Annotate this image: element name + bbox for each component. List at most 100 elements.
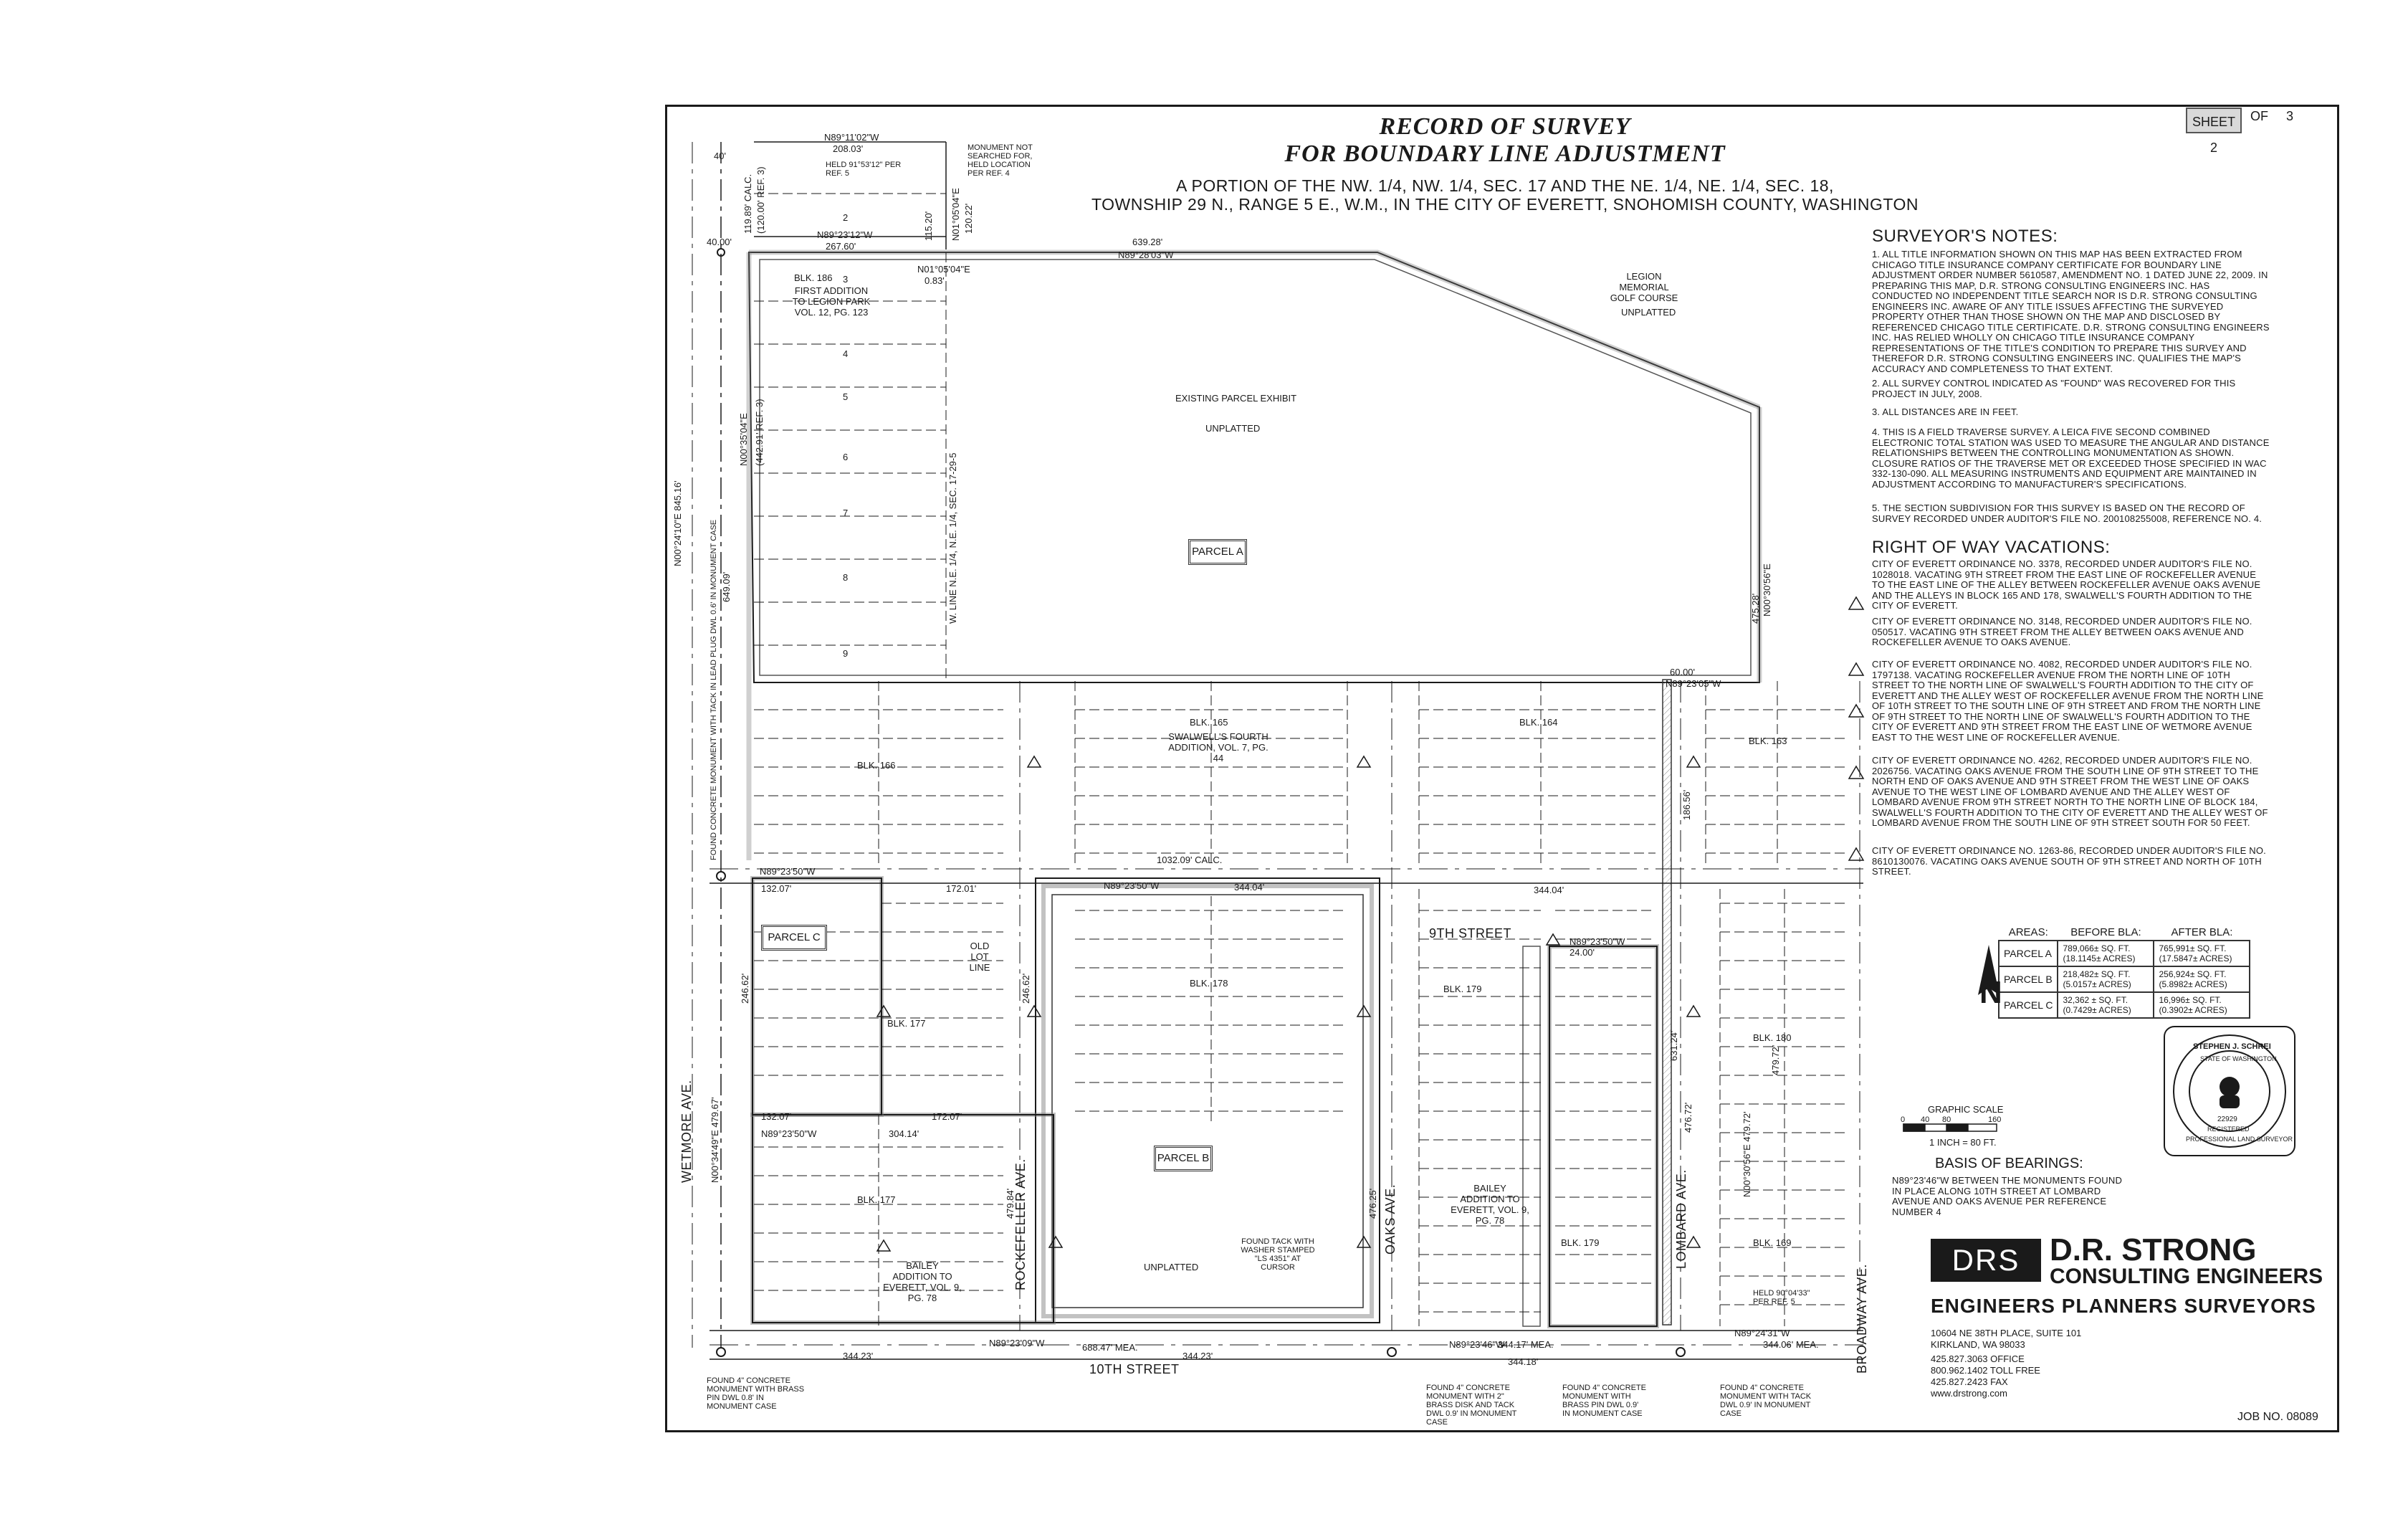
parcel-c-label: PARCEL C <box>761 925 827 951</box>
area-cell: 218,482± SQ. FT. (5.0157± ACRES) <box>2057 966 2155 993</box>
lot-number: 8 <box>843 572 849 583</box>
dim-dist-4: 0.83' <box>924 275 945 286</box>
company-address: 10604 NE 38th Place, Suite 101 Kirkland,… <box>1931 1328 2082 1399</box>
dim-60: 60.00' <box>1670 667 1696 677</box>
dim-bearing-24: N89°23'50"W 24.00' <box>1570 936 1625 958</box>
area-cell: 765,991± SQ. FT. (17.5847± ACRES) <box>2153 940 2251 967</box>
dim-172-top: 172.01' <box>946 883 977 894</box>
surveyor-note-2: 2. All survey control indicated as "foun… <box>1872 378 2236 399</box>
parcel-a-label: PARCEL A <box>1188 539 1247 565</box>
block-186-label: BLK. 186 <box>794 272 833 283</box>
block-163-label: BLK. 163 <box>1749 736 1787 746</box>
held-angle-2: HELD 90°04'33" PER REF. 5 <box>1753 1289 1810 1306</box>
block-166-label: BLK. 166 <box>857 760 896 771</box>
dim-bearing-10th-west: N89°23'09"W <box>989 1338 1045 1348</box>
dim-344-06: 344.06' MEA. <box>1763 1339 1819 1350</box>
unplatted-a: UNPLATTED <box>1205 423 1261 434</box>
area-cell: PARCEL B <box>1997 966 2059 993</box>
dim-119-calc: 119.89' CALC. <box>742 173 753 234</box>
dim-246-b: 246.62' <box>1021 973 1031 1004</box>
dim-344-23-a: 344.23' <box>843 1351 874 1361</box>
area-cell: PARCEL C <box>1997 991 2059 1019</box>
scale-tick: 40 <box>1921 1115 1930 1124</box>
dim-bearing-3: N89°28'03"W <box>1118 249 1174 260</box>
dim-186: 186.56' <box>1681 789 1692 820</box>
found-note-1: FOUND 4" CONCRETE MONUMENT WITH BRASS PI… <box>707 1376 805 1411</box>
surveyor-note-1: 1. All title information shown on this m… <box>1872 249 2270 374</box>
dim-bearing-2: N89°23'12"W <box>817 229 873 240</box>
title-line-2: FOR BOUNDARY LINE ADJUSTMENT <box>1284 141 1726 167</box>
found-note-3: FOUND 4" CONCRETE MONUMENT WITH BRASS PI… <box>1562 1384 1646 1418</box>
seal-status: REGISTERED <box>2207 1126 2250 1133</box>
first-addition-label: FIRST ADDITION TO LEGION PARK VOL. 12, P… <box>792 285 871 318</box>
dim-479-84: 479.84' <box>1005 1188 1016 1219</box>
dim-bearing-lombard: N00°30'56"E 479.72' <box>1742 1111 1752 1197</box>
block-177b-label: BLK. 177 <box>857 1194 896 1205</box>
block-178-label: BLK. 178 <box>1190 978 1228 989</box>
scale-tick: 0 <box>1901 1115 1906 1124</box>
sheet-of: OF 3 <box>2250 109 2294 123</box>
unplatted-b: UNPLATTED <box>1144 1262 1199 1272</box>
seal-title: PROFESSIONAL LAND SURVEYOR <box>2186 1136 2293 1143</box>
dim-344-east: 344.04' <box>1534 885 1564 895</box>
vacation-1: City of Everett Ordinance No. 3378, reco… <box>1872 558 2261 611</box>
lot-number: 3 <box>843 274 849 285</box>
graphic-scale-title: GRAPHIC SCALE <box>1928 1104 2004 1115</box>
company-tagline: ENGINEERS PLANNERS SURVEYORS <box>1931 1295 2316 1317</box>
found-tack-note: FOUND TACK WITH WASHER STAMPED "LS 4351"… <box>1241 1237 1315 1272</box>
dim-bearing-east: N00°30'56"E <box>1762 563 1772 617</box>
bailey-label-1: BAILEY ADDITION TO EVERETT, VOL. 9, PG. … <box>883 1260 962 1303</box>
surveyor-note-4: 4. This is a field traverse survey. A Le… <box>1872 427 2270 490</box>
table-row: PARCEL B 218,482± SQ. FT. (5.0157± ACRES… <box>1997 966 2251 993</box>
street-rockefeller: ROCKEFELLER AVE. <box>1013 1158 1028 1290</box>
block-177-label: BLK. 177 <box>887 1018 926 1029</box>
scale-note: 1 INCH = 80 FT. <box>1929 1137 1997 1148</box>
areas-table: AREAS: BEFORE BLA: AFTER BLA: PARCEL A 7… <box>1997 925 2251 1019</box>
sec-line-label: W. LINE N.E. 1/4, N.E. 1/4, SEC. 17-29-5 <box>947 452 958 624</box>
dim-120-ref: (120.00' REF. 3) <box>755 166 766 234</box>
vacation-4: City of Everett Ordinance No. 4262, reco… <box>1872 755 2268 828</box>
existing-parcel-exhibit: EXISTING PARCEL EXHIBIT <box>1175 393 1297 404</box>
area-cell: 32,362 ± SQ. FT. (0.7429± ACRES) <box>2057 991 2155 1019</box>
parcel-b-label: PARCEL B <box>1154 1146 1213 1171</box>
dim-476-25: 476.25' <box>1367 1188 1378 1219</box>
dim-bearing-4: N01°05'04"E <box>917 264 970 275</box>
monument-not-searched: MONUMENT NOT SEARCHED FOR, HELD LOCATION… <box>968 143 1033 178</box>
sheet-border <box>665 105 2339 1432</box>
area-cell: 16,996± SQ. FT. (0.3902± ACRES) <box>2153 991 2251 1019</box>
vacation-2: City of Everett Ordinance No. 3148, reco… <box>1872 616 2252 647</box>
basis-heading: BASIS OF BEARINGS: <box>1935 1156 2083 1171</box>
areas-header: BEFORE BLA: <box>2070 926 2141 938</box>
dim-304: 304.14' <box>889 1128 919 1139</box>
old-lot-line-label: OLD LOT LINE <box>969 941 990 973</box>
vacation-5: City of Everett Ordinance No. 1263-86, r… <box>1872 845 2266 877</box>
scale-tick: 160 <box>1988 1115 2002 1124</box>
area-cell: 789,066± SQ. FT. (18.1145± ACRES) <box>2057 940 2155 967</box>
dim-bearing-lombard-top: N89°23'05"W <box>1666 678 1721 689</box>
dim-649: 649.09' <box>721 571 732 602</box>
table-row: PARCEL C 32,362 ± SQ. FT. (0.7429± ACRES… <box>1997 991 2251 1019</box>
company-subtitle: CONSULTING ENGINEERS <box>2050 1265 2323 1288</box>
street-lombard: LOMBARD AVE. <box>1674 1169 1688 1269</box>
dim-120-22: 120.22' <box>963 203 974 234</box>
seal-number: 22929 <box>2217 1115 2237 1123</box>
street-wetmore: WETMORE AVE. <box>679 1080 694 1183</box>
north-arrow-icon: N <box>1979 975 2002 1010</box>
dim-bearing-9th-west: N89°23'50"W <box>760 866 816 877</box>
dim-bearing-9th-mid: N89°23'50"W <box>1104 880 1160 891</box>
dim-bearing-west-south: N89°23'50"W <box>761 1128 817 1139</box>
dim-344-17: 344.17' MEA. <box>1498 1339 1554 1350</box>
seal-name: STEPHEN J. SCHREI <box>2193 1042 2271 1051</box>
dim-bearing-wetmore: N00°34'49"E 479.67' <box>710 1097 720 1183</box>
dim-dist-2: 267.60' <box>826 241 856 252</box>
dim-bearing-west-long: N00°24'10"E 845.16' <box>672 480 683 566</box>
dim-bearing-10th-mid: N89°23'46"W <box>1449 1339 1505 1350</box>
dim-115: 115.20' <box>923 211 934 241</box>
north-arrow-graphic <box>1978 945 2000 995</box>
block-165-label: BLK. 165 <box>1190 717 1228 728</box>
dim-479-72: 479.72' <box>1770 1045 1781 1075</box>
block-180-label: BLK. 180 <box>1753 1032 1792 1043</box>
dim-476-72: 476.72' <box>1683 1102 1693 1133</box>
sheet-number: SHEET 2 <box>2186 108 2242 155</box>
